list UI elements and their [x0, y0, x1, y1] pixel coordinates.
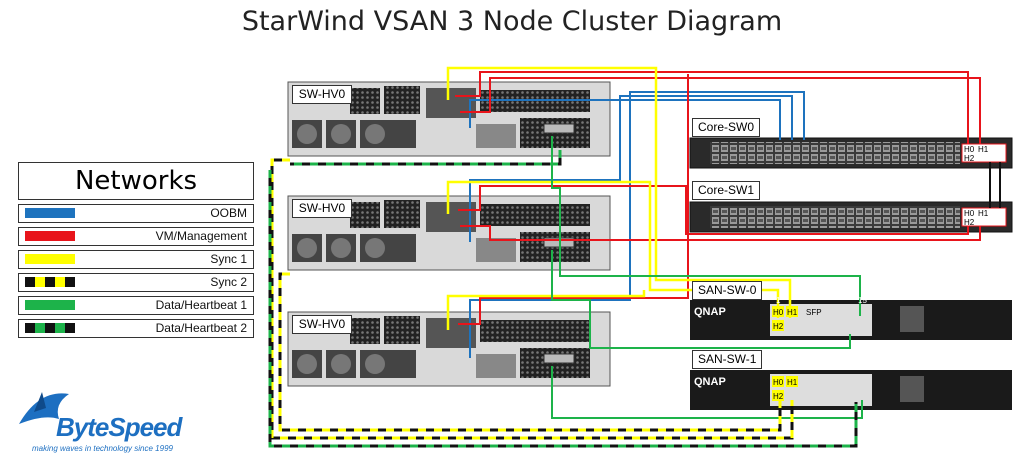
san-switch-1: [690, 370, 1012, 410]
port-h1: H1: [787, 308, 798, 317]
sync2-swatch: [25, 277, 75, 287]
server-label-1: SW-HV0: [292, 85, 352, 104]
core-interlink: [989, 162, 1001, 208]
port-h0-b: H0: [773, 378, 784, 387]
core-switch-1: [689, 201, 1013, 233]
port-num-15: 15: [858, 296, 867, 305]
san-brand-1: QNAP: [694, 376, 726, 388]
sync2-cables: [270, 158, 794, 440]
legend-item: Sync 2: [18, 273, 254, 292]
sync1-cables: [446, 66, 792, 330]
port-sfp: SFP: [806, 308, 822, 317]
legend-item: VM/Management: [18, 227, 254, 246]
san-sw1-label: SAN-SW-1: [692, 350, 763, 369]
data-hb2-cables: [268, 150, 858, 448]
legend-label: VM/Management: [155, 229, 247, 243]
legend-label: Data/Heartbeat 1: [155, 298, 247, 312]
data-hb1-cables: [551, 136, 863, 419]
port-num-1: 1: [776, 296, 781, 305]
port-h2-b: H2: [773, 392, 784, 401]
san-switch-0: [690, 300, 1012, 340]
core0-h1: H1: [978, 145, 989, 154]
core-sw0-label: Core-SW0: [692, 118, 761, 137]
legend-label: OOBM: [210, 206, 247, 220]
logo-tagline: making waves in technology since 1999: [32, 444, 173, 453]
legend-item: Data/Heartbeat 1: [18, 296, 254, 315]
port-labels-core: H0 H1 H2 H0 H1 H2: [964, 145, 989, 227]
port-h2: H2: [773, 322, 784, 331]
core1-h1: H1: [978, 209, 989, 218]
core1-h0: H0: [964, 209, 975, 218]
data-hb1-swatch: [25, 300, 75, 310]
port-h1-b: H1: [787, 378, 798, 387]
san-brand-0: QNAP: [694, 306, 726, 318]
logo-brand: ByteSpeed: [56, 412, 182, 442]
port-labels-san1: H0 H1 H2: [772, 376, 798, 401]
shark-icon: [19, 392, 69, 424]
legend-label: Data/Heartbeat 2: [155, 321, 247, 335]
vm-mgmt-swatch: [25, 231, 75, 241]
core-switch-0: [689, 137, 1013, 169]
server-label-2: SW-HV0: [292, 199, 352, 218]
legend-heading: Networks: [18, 162, 254, 200]
legend-item: Data/Heartbeat 2: [18, 319, 254, 338]
port-labels-san0: H0 H1 H2 SFP 1 15: [772, 296, 867, 331]
san-sw0-label: SAN-SW-0: [692, 281, 763, 300]
core1-h2: H2: [964, 218, 975, 227]
bytespeed-logo: ByteSpeed making waves in technology sin…: [14, 384, 204, 454]
legend-label: Sync 2: [210, 275, 247, 289]
vm-mgmt-cables: [455, 71, 981, 325]
data-hb2-swatch: [25, 323, 75, 333]
server-label-3: SW-HV0: [292, 315, 352, 334]
sync1-swatch: [25, 254, 75, 264]
core0-h2: H2: [964, 154, 975, 163]
diagram-title: StarWind VSAN 3 Node Cluster Diagram: [241, 6, 783, 37]
legend-item: Sync 1: [18, 250, 254, 269]
oobm-cables: [469, 91, 805, 358]
legend-item: OOBM: [18, 204, 254, 223]
legend-label: Sync 1: [210, 252, 247, 266]
networks-legend: Networks OOBM VM/Management Sync 1 Sync …: [18, 162, 254, 338]
core-sw1-label: Core-SW1: [692, 181, 761, 200]
oobm-swatch: [25, 208, 75, 218]
core0-h0: H0: [964, 145, 975, 154]
port-h0: H0: [773, 308, 784, 317]
